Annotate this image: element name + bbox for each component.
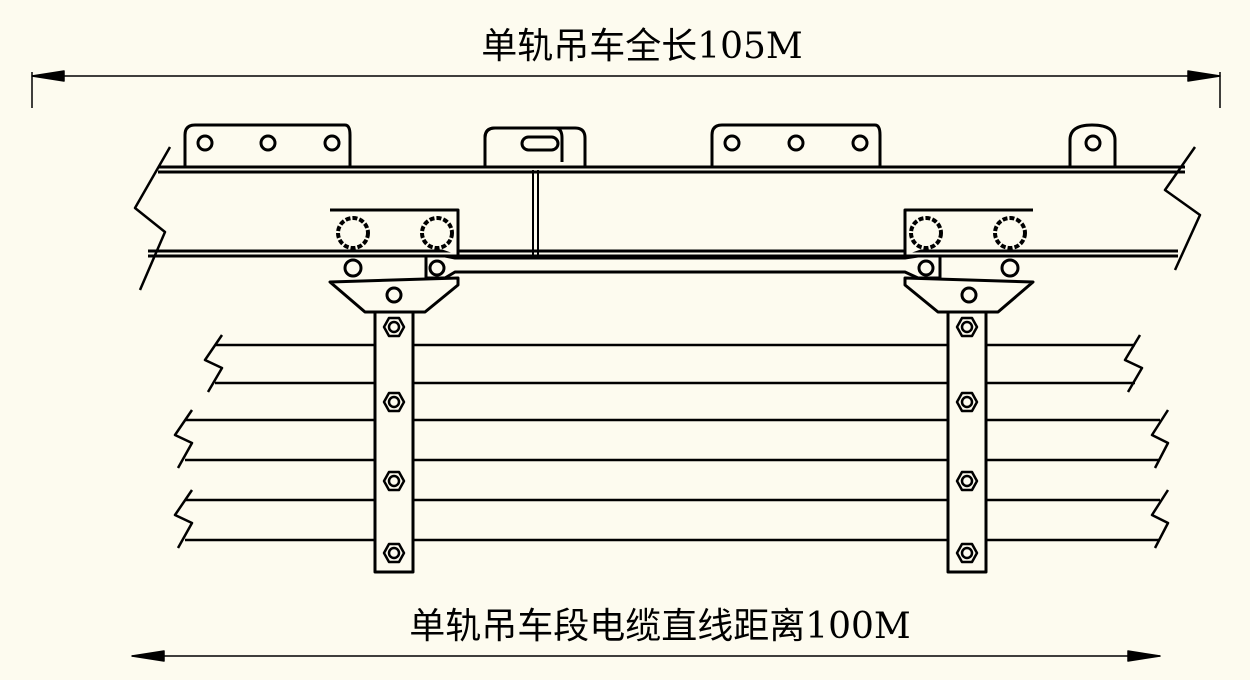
rail-bracket: [483, 126, 587, 167]
cable-hanger-right: [946, 310, 988, 574]
rail-bracket: [1068, 123, 1117, 167]
rail-bracket: [710, 123, 882, 167]
bottom-dimension-label: 单轨吊车段电缆直线距离100M: [409, 606, 911, 647]
top-dimension: [31, 70, 1221, 108]
top-dimension-label: 单轨吊车全长105M: [481, 26, 803, 67]
bottom-dimension: [131, 650, 1161, 662]
trolley-right: [903, 208, 1035, 314]
rail-beam: [133, 146, 1202, 291]
cable-hanger-left: [373, 310, 415, 574]
cable-bundle: [173, 334, 1170, 549]
rail-bracket: [183, 123, 352, 167]
trolley-left: [328, 208, 460, 314]
hanger-rod: [520, 170, 555, 260]
connecting-bar: [424, 254, 942, 280]
